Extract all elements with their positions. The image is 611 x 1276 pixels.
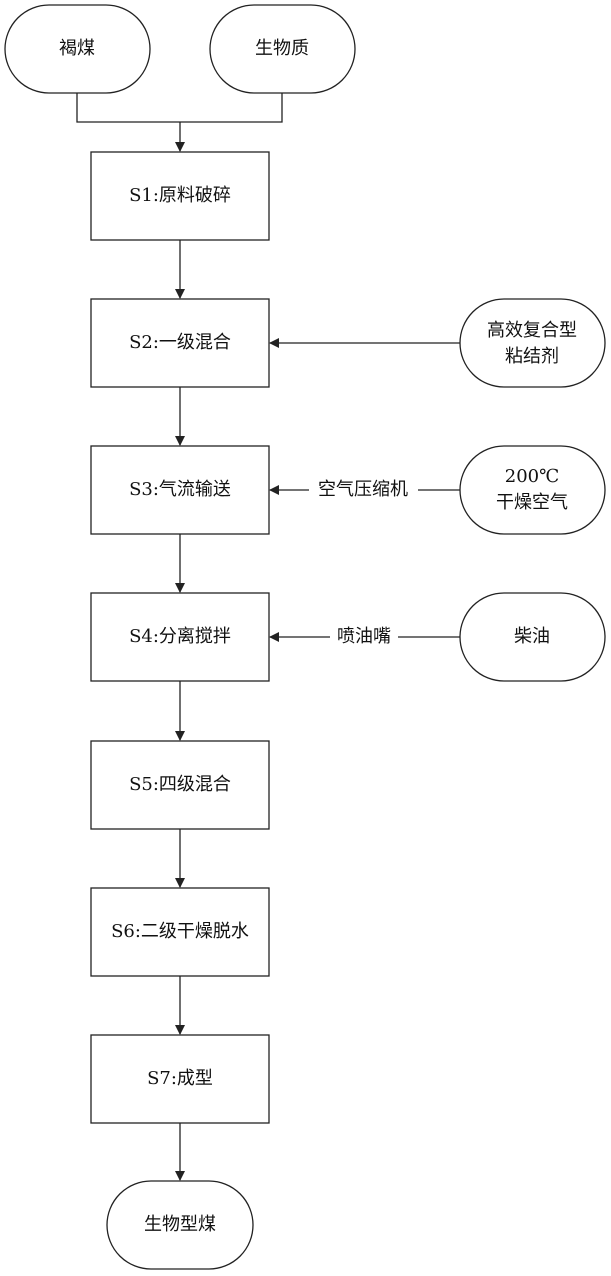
output-node-product-label: 生物型煤 bbox=[144, 1214, 216, 1235]
step-s4: S4:分离搅拌 bbox=[91, 593, 269, 681]
step-s7: S7:成型 bbox=[91, 1035, 269, 1123]
step-s3: S3:气流输送 bbox=[91, 446, 269, 534]
side-input-binder-line2: 粘结剂 bbox=[505, 346, 559, 367]
step-s4-label: S4:分离搅拌 bbox=[129, 626, 231, 647]
side-input-diesel-label: 柴油 bbox=[514, 626, 550, 647]
step-s2-label: S2:一级混合 bbox=[129, 332, 231, 353]
step-s1-label: S1:原料破碎 bbox=[129, 185, 231, 206]
step-s2: S2:一级混合 bbox=[91, 299, 269, 387]
step-s6-label: S6:二级干燥脱水 bbox=[111, 921, 249, 942]
merge-connector bbox=[77, 93, 282, 122]
step-s7-label: S7:成型 bbox=[147, 1068, 213, 1089]
input-node-lignite: 褐煤 bbox=[5, 5, 150, 93]
side-input-air-line1: 200℃ bbox=[505, 466, 560, 487]
side-input-binder: 高效复合型 粘结剂 bbox=[460, 299, 605, 387]
side-input-binder-line1: 高效复合型 bbox=[487, 320, 577, 341]
edge-label-compressor: 空气压缩机 bbox=[318, 479, 408, 500]
input-node-biomass: 生物质 bbox=[210, 5, 355, 93]
side-input-dry-air: 200℃ 干燥空气 bbox=[460, 446, 605, 534]
side-input-diesel: 柴油 bbox=[460, 593, 605, 681]
output-node-product: 生物型煤 bbox=[107, 1181, 253, 1269]
edge-label-nozzle: 喷油嘴 bbox=[337, 626, 391, 647]
side-input-air-line2: 干燥空气 bbox=[496, 492, 568, 513]
input-node-biomass-label: 生物质 bbox=[255, 38, 309, 59]
input-node-lignite-label: 褐煤 bbox=[59, 38, 95, 59]
step-s3-label: S3:气流输送 bbox=[129, 479, 231, 500]
step-s6: S6:二级干燥脱水 bbox=[91, 888, 269, 976]
step-s1: S1:原料破碎 bbox=[91, 152, 269, 240]
step-s5: S5:四级混合 bbox=[91, 741, 269, 829]
step-s5-label: S5:四级混合 bbox=[129, 774, 231, 795]
